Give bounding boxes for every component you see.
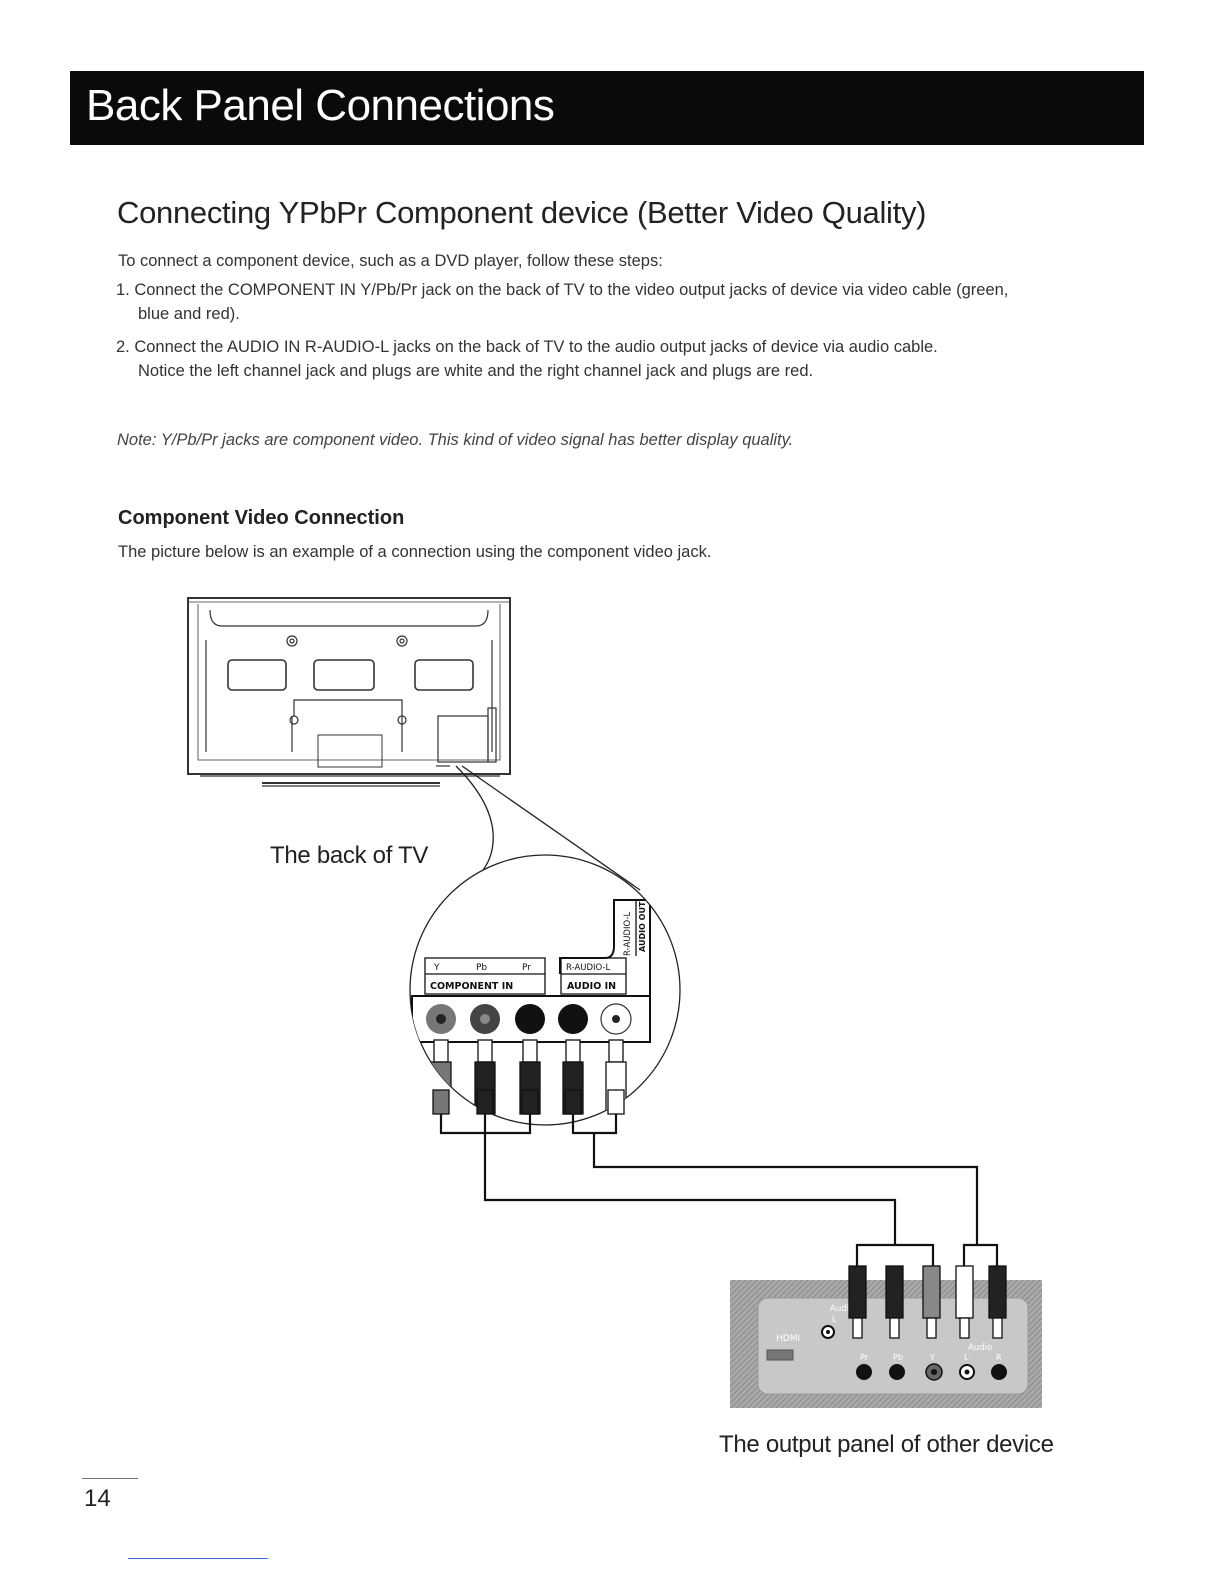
header-banner: Back Panel Connections [70, 71, 1144, 145]
tv-back-illustration [187, 597, 511, 787]
step-1: 1. Connect the COMPONENT IN Y/Pb/Pr jack… [116, 278, 1126, 326]
connection-diagram: Y Pb Pr COMPONENT IN R-AUDIO-L AUDIO IN … [187, 597, 1042, 1408]
jack-pb-label: Pb [476, 963, 487, 973]
device-audio-right-label: Audio [968, 1343, 992, 1353]
device-hdmi-label: HDMI [776, 1334, 800, 1344]
audio-out-vertical-label: R-AUDIO-L [623, 911, 633, 956]
subsection-description: The picture below is an example of a con… [118, 543, 712, 561]
connection-cables [439, 1114, 999, 1268]
tv-back-caption: The back of TV [270, 842, 429, 869]
device-output-panel: HDMI Audio L Audio Pr Pb Y L R [730, 1265, 1042, 1408]
component-in-label: COMPONENT IN [430, 981, 513, 992]
step-2-line-1: 2. Connect the AUDIO IN R-AUDIO-L jacks … [116, 338, 938, 356]
footer-rule [82, 1478, 138, 1479]
step-1-line-2: blue and red). [138, 305, 240, 323]
device-jack-y-label: Y [929, 1353, 935, 1362]
audio-in-jacks-label: R-AUDIO-L [566, 963, 611, 973]
intro-text: To connect a component device, such as a… [118, 252, 663, 270]
device-audio-top-l-label: L [832, 1315, 837, 1324]
step-1-line-1: 1. Connect the COMPONENT IN Y/Pb/Pr jack… [116, 281, 1009, 299]
section-title: Connecting YPbPr Component device (Bette… [117, 195, 927, 230]
subsection-heading: Component Video Connection [118, 507, 405, 529]
tv-panel-zoom: Y Pb Pr COMPONENT IN R-AUDIO-L AUDIO IN … [409, 854, 681, 1126]
bottom-divider [128, 1558, 268, 1559]
page-number: 14 [84, 1485, 111, 1512]
device-panel-caption: The output panel of other device [719, 1431, 1054, 1458]
device-jack-pr-label: Pr [860, 1353, 869, 1362]
page-title: Back Panel Connections [86, 81, 555, 130]
step-2: 2. Connect the AUDIO IN R-AUDIO-L jacks … [116, 335, 1126, 383]
audio-in-label: AUDIO IN [567, 981, 616, 992]
audio-out-label: AUDIO OUT [638, 901, 647, 952]
note-text: Note: Y/Pb/Pr jacks are component video.… [117, 431, 794, 449]
step-2-line-2: Notice the left channel jack and plugs a… [138, 362, 814, 380]
device-jack-r-label: R [996, 1353, 1002, 1362]
jack-pr-label: Pr [522, 963, 531, 973]
device-audio-top-label: Audio [830, 1304, 854, 1314]
jack-y-label: Y [433, 963, 440, 973]
device-jack-pb-label: Pb [893, 1353, 903, 1362]
device-jack-l-label: L [964, 1353, 969, 1362]
